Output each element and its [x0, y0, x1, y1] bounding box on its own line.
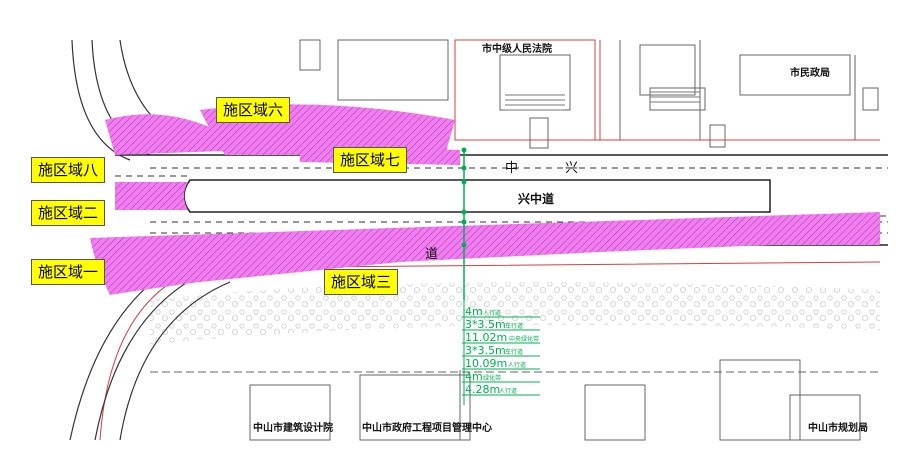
measure-1-note: 车行道 — [505, 322, 523, 330]
measure-1-value: 3*3.5m — [465, 318, 506, 331]
measure-5-note: 绿化带 — [483, 374, 501, 382]
measure-6-note: 人行道 — [499, 387, 517, 395]
measure-6-value: 4.28m — [465, 383, 500, 396]
measure-0-note: 人行道 — [483, 309, 501, 317]
bottom-buildings — [150, 359, 880, 441]
measure-4-value: 10.09m — [465, 357, 507, 370]
zone-area-2 — [115, 182, 188, 210]
zone-label-8: 施区域八 — [31, 157, 106, 183]
zone-area-1-3 — [90, 212, 880, 295]
street-glyph-zhong: 中 — [505, 161, 518, 176]
measure-3-note: 车行道 — [505, 348, 523, 356]
road-name: 兴中道 — [518, 191, 554, 206]
measure-2-note: 中央绿化带 — [509, 335, 539, 343]
zone-label-6: 施区域六 — [216, 97, 291, 123]
measurement-table: 4m 人行道 3*3.5m 车行道 11.02m 中央绿化带 3*3.5m 车行… — [462, 305, 540, 396]
zone-label-1: 施区域一 — [31, 259, 106, 285]
measure-2-value: 11.02m — [465, 331, 507, 344]
label-planning-bureau: 中山市规划局 — [808, 421, 868, 434]
court-steps — [505, 91, 700, 111]
measure-5-value: 4m — [465, 370, 483, 383]
zone-label-7: 施区域七 — [333, 147, 408, 173]
label-design-institute: 中山市建筑设计院 — [253, 421, 333, 434]
zone-label-2: 施区域二 — [31, 200, 106, 226]
green-belt-texture — [150, 282, 880, 345]
zone-area-8 — [105, 114, 250, 155]
measure-3-value: 3*3.5m — [465, 344, 506, 357]
label-project-center: 中山市政府工程项目管理中心 — [362, 421, 492, 434]
street-glyph-dao: 道 — [425, 247, 438, 262]
label-civil-affairs: 市民政局 — [790, 66, 830, 79]
measure-4-note: 人行道 — [508, 361, 526, 369]
zone-label-3: 施区域三 — [324, 269, 399, 295]
median-island — [183, 179, 771, 213]
construction-zones — [90, 104, 880, 295]
measure-0-value: 4m — [465, 305, 483, 318]
street-glyph-xing: 兴 — [565, 161, 578, 176]
label-court: 市中级人民法院 — [482, 42, 552, 55]
